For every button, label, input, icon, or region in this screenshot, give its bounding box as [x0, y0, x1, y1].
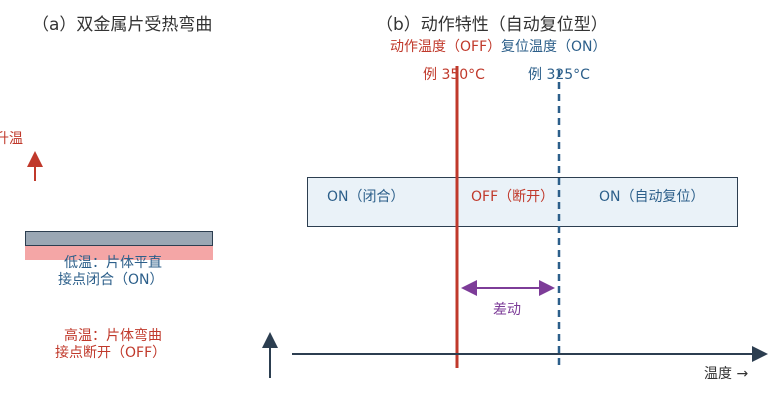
left-panel-title: （a）双金属片受热弯曲: [32, 15, 213, 35]
state-segment-off-open: OFF（断开）: [471, 189, 555, 205]
right-panel-title: （b）动作特性（自动复位型）: [376, 15, 608, 35]
bimetal-strip-top: [25, 231, 213, 246]
off-point-label: 动作温度（OFF）: [390, 39, 502, 55]
low-temp-caption-2: 接点闭合（ON）: [58, 272, 164, 288]
x-axis-label: 温度 →: [704, 366, 749, 382]
bimetal-strip-bottom: [25, 246, 213, 260]
high-temp-caption-1: 高温：片体弯曲: [64, 328, 162, 344]
state-segment-on-reset: ON（自动复位）: [599, 189, 705, 205]
on-point-label: 复位温度（ON）: [501, 36, 607, 56]
state-segment-on-closed: ON（闭合）: [327, 189, 405, 205]
off-point-example: 例 350°C: [423, 67, 485, 83]
state-band: [307, 177, 738, 227]
heat-label: 升温: [0, 131, 23, 147]
high-temp-caption-2: 接点断开（OFF）: [55, 345, 167, 361]
on-point-example: 例 325°C: [528, 67, 590, 83]
hysteresis-label: 差动: [493, 302, 521, 318]
low-temp-caption-1: 低温：片体平直: [64, 255, 162, 271]
